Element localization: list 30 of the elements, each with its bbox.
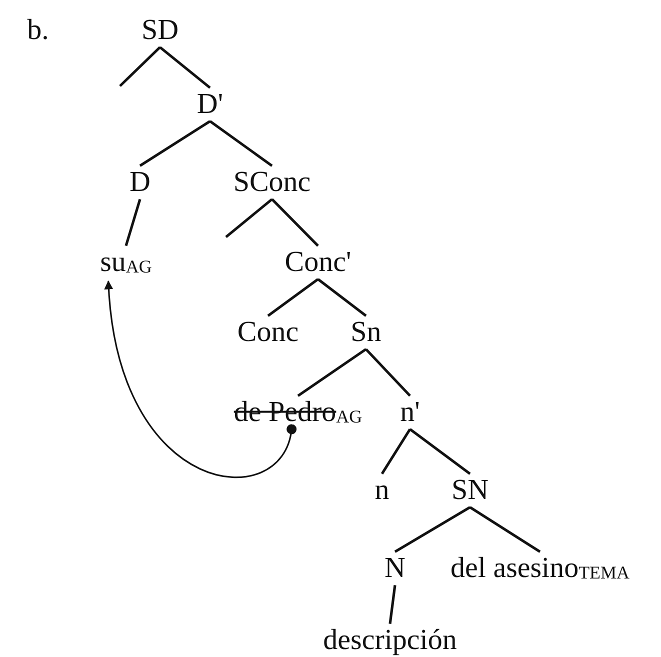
- tree-branch: [469, 506, 541, 553]
- tree-node-label: n: [374, 474, 390, 506]
- tree-node-label: descripción: [323, 624, 457, 656]
- tree-branch: [388, 585, 396, 624]
- tree-branch: [409, 428, 471, 475]
- tree-branch: [119, 46, 161, 87]
- tree-branch: [124, 198, 142, 246]
- tree-node-label: Sn: [350, 316, 382, 348]
- tree-node-label: SConc: [233, 166, 311, 198]
- tree-branch: [139, 120, 211, 167]
- tree-node-label: Conc': [284, 246, 352, 278]
- tree-node-label: N: [384, 552, 406, 584]
- tree-node-label: D: [130, 166, 150, 198]
- example-label: b.: [27, 14, 49, 46]
- tree-branch: [297, 348, 367, 397]
- tree-branch: [159, 46, 211, 89]
- tree-branch: [317, 278, 367, 317]
- tree-branch: [380, 428, 412, 474]
- tree-branch: [267, 278, 319, 317]
- tree-node-label: Conc: [237, 316, 299, 348]
- movement-arrow: [104, 280, 297, 478]
- tree-node-label: n': [400, 396, 420, 428]
- tree-node-label: D': [196, 88, 224, 120]
- tree-branch: [271, 198, 319, 247]
- tree-branch: [225, 198, 273, 238]
- tree-node-label: SN: [451, 474, 489, 506]
- tree-branch: [394, 506, 471, 553]
- tree-node-label: SD: [141, 14, 179, 46]
- tree-branch: [365, 348, 411, 397]
- tree-branch: [209, 120, 273, 167]
